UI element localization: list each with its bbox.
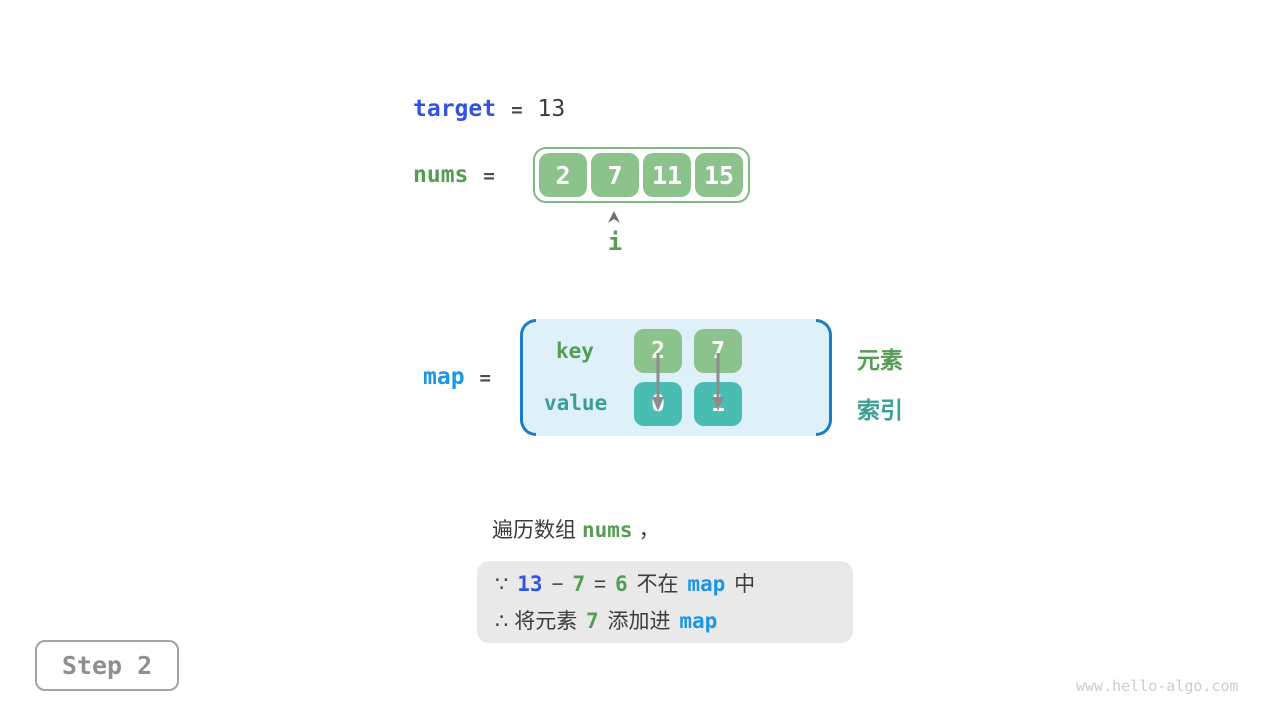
note-token: 不在 [630,573,685,596]
nums-label: nums [413,162,469,188]
nums-array: 2 7 11 15 [533,147,750,203]
note-token: 7 [572,572,586,596]
note-token: 13 [517,572,543,596]
array-cell: 2 [539,153,587,197]
map-right-bracket [816,319,832,436]
array-cell: 11 [643,153,691,197]
note-token: map [687,572,726,596]
note-token: ∵ [495,573,515,596]
map-key-row-label: key [556,339,594,363]
note-token: map [679,609,718,633]
target-value: 13 [537,96,566,122]
caption-line: 遍历数组 nums， [492,514,660,544]
nums-equals-sign: = [483,165,495,187]
note-token: = [588,573,613,596]
pointer-i-label: i [607,228,623,256]
map-label: map [423,364,465,390]
key-to-value-arrow-icon [712,353,724,411]
caption-nums-code: nums [582,518,633,542]
map-equals-sign: = [479,367,491,389]
map-value-row-label: value [544,391,608,415]
map-line: map = [423,364,491,390]
caption-prefix: 遍历数组 [492,519,576,542]
watermark: www.hello-algo.com [1076,677,1239,695]
array-cell: 15 [695,153,743,197]
target-equals-sign: = [511,99,523,121]
note-token: ∴ 将元素 [495,610,584,633]
key-to-value-arrow-icon [652,353,664,411]
element-side-label: 元素 [857,347,903,373]
note-token: 中 [728,573,756,596]
note-line-because: ∵ 13 − 7 = 6 不在 map 中 [495,566,853,603]
array-cell: 7 [591,153,639,197]
nums-line: nums = [413,162,495,188]
note-token: 添加进 [601,610,677,633]
caption-suffix: ， [638,519,660,542]
note-token: 7 [586,609,599,633]
map-left-bracket [520,319,536,436]
target-label: target [413,96,497,122]
map-table: key value 2 7 0 1 [520,319,832,436]
note-line-therefore: ∴ 将元素 7 添加进 map [495,603,853,640]
index-side-label: 索引 [857,397,903,423]
note-token: 6 [615,572,628,596]
step-badge: Step 2 [35,640,179,691]
target-line: target = 13 [413,96,565,122]
note-token: − [545,573,570,596]
pointer-up-arrow-icon [608,211,620,223]
reasoning-note-box: ∵ 13 − 7 = 6 不在 map 中 ∴ 将元素 7 添加进 map [477,561,853,643]
